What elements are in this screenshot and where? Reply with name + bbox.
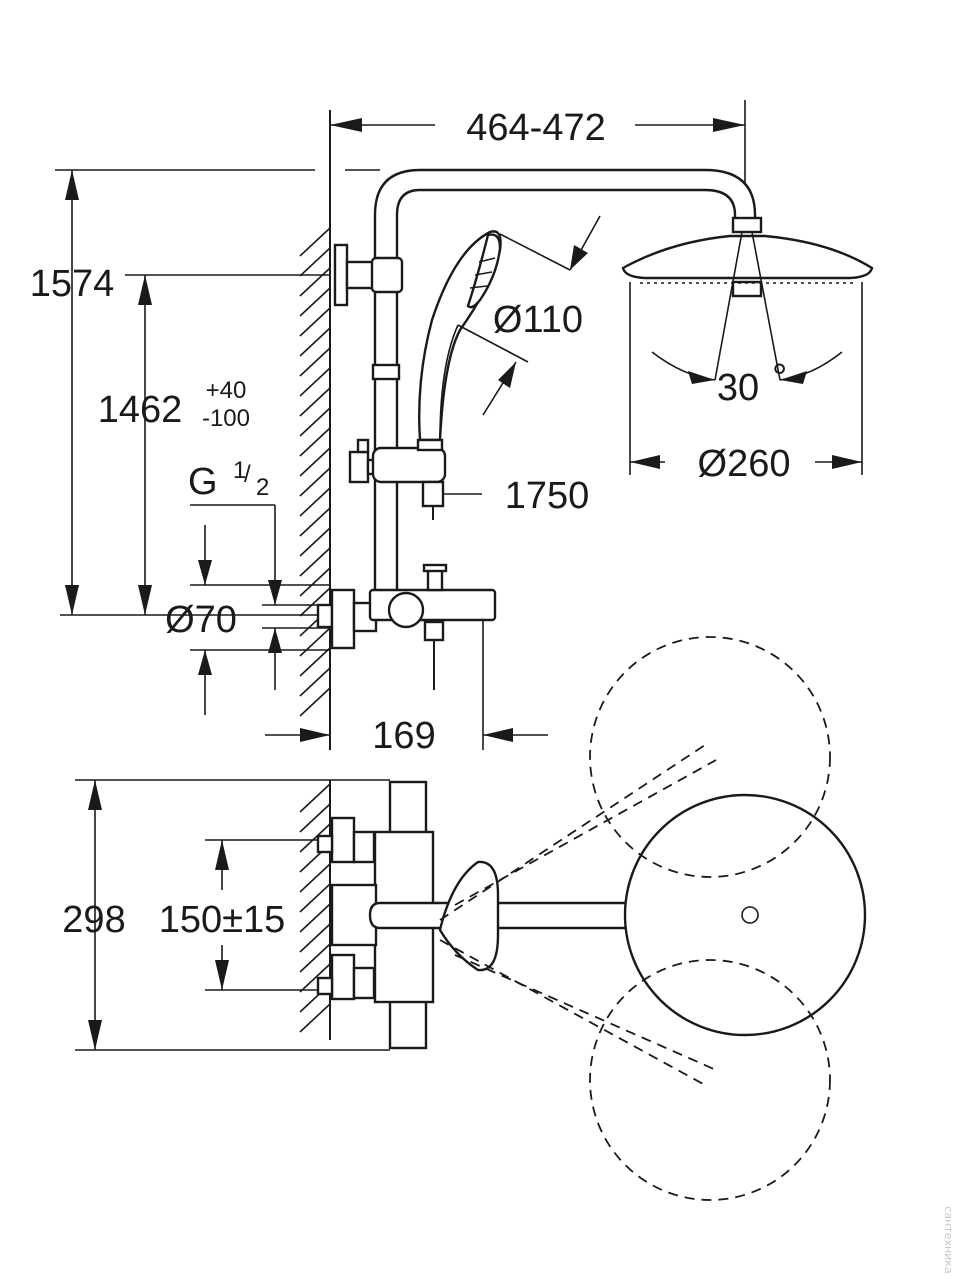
wall-side-view	[299, 110, 331, 750]
dim-projection-text: 169	[372, 715, 435, 757]
wall-hatch-line	[299, 247, 331, 277]
dim-escutcheon-text: Ø70	[165, 599, 237, 641]
dim-center-height-text: 1462	[98, 389, 183, 431]
dim-total-height: 1574	[30, 169, 380, 616]
wall-hatch-line	[299, 587, 331, 617]
dim-projection: 169	[265, 620, 548, 757]
dim-thread-slash: /	[244, 461, 251, 488]
top-view: 298 150±15	[62, 636, 867, 1201]
wall-hatch-line	[299, 347, 331, 377]
wall-hatch-line	[299, 883, 331, 913]
wall-hatch-line	[299, 1003, 331, 1033]
wall-hatch-line	[299, 427, 331, 457]
wall-hatch-line	[299, 627, 331, 657]
wall-hatch-line	[299, 863, 331, 893]
dim-arm-length: 464-472	[330, 100, 746, 215]
wall-hatch-line	[299, 227, 331, 257]
wall-hatch-line	[299, 507, 331, 537]
dim-thread-den: 2	[256, 474, 269, 501]
wall-hatch-line	[299, 647, 331, 677]
dim-center-height-tol-minus: -100	[202, 405, 250, 432]
head-shower: 30 ° Ø260	[621, 216, 874, 485]
wall-hatch-line	[299, 547, 331, 577]
dim-escutcheon: Ø70	[165, 525, 330, 715]
dim-spray-angle-text: 30	[717, 367, 759, 409]
dim-arm-length-text: 464-472	[466, 107, 605, 149]
dim-top-depth-text: 298	[62, 899, 125, 941]
dim-connection-spacing-text: 150±15	[159, 899, 286, 941]
dim-spray-angle-unit: °	[772, 357, 787, 399]
hand-shower: Ø110	[416, 215, 601, 452]
watermark-text: сантехника	[942, 1206, 955, 1273]
wall-hatch-line	[299, 407, 331, 437]
wall-hatch-line	[299, 267, 331, 297]
wall-hatch-line	[299, 823, 331, 853]
wall-hatch-line	[299, 367, 331, 397]
dim-thread-num: 1	[233, 457, 246, 484]
wall-hatch-line	[299, 923, 331, 953]
wall-hatch-line	[299, 487, 331, 517]
wall-hatch-line	[299, 943, 331, 973]
wall-hatch-line	[299, 687, 331, 717]
thermostat-mixer-side	[316, 563, 497, 690]
wall-hatch-line	[299, 903, 331, 933]
wall-hatch-line	[299, 307, 331, 337]
wall-hatch-line	[299, 287, 331, 317]
dim-thread: G 1 / 2	[188, 457, 282, 690]
dim-center-height-tol-plus: +40	[206, 377, 247, 404]
wall-hatch-line	[299, 963, 331, 993]
dim-hand-shower-text: Ø110	[493, 299, 583, 341]
dim-head-shower-text: Ø260	[698, 443, 791, 485]
wall-hatch-line	[299, 803, 331, 833]
dim-hose-text: 1750	[505, 475, 590, 517]
wall-hatch-line	[299, 567, 331, 597]
riser-pipe: 1750	[333, 168, 757, 602]
dim-thread-letter: G	[188, 461, 218, 503]
dim-center-height: 1462 +40 -100	[98, 274, 330, 615]
dim-total-height-text: 1574	[30, 263, 115, 305]
wall-hatch-line	[299, 467, 331, 497]
wall-hatch-line	[299, 783, 331, 813]
wall-hatch-line	[299, 447, 331, 477]
wall-hatch-line	[299, 527, 331, 557]
wall-hatch-line	[299, 327, 331, 357]
wall-hatch-line	[299, 667, 331, 697]
wall-hatch-line	[299, 387, 331, 417]
